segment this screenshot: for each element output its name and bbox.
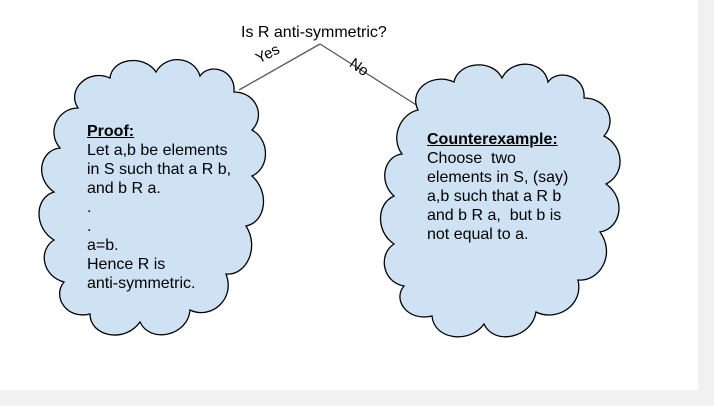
proof-cloud: [38, 59, 266, 336]
counterexample-text-block: Counterexample: Choose two elements in S…: [427, 130, 568, 244]
counterexample-line: elements in S, (say): [427, 169, 569, 186]
diagram-canvas: Is R anti-symmetric? Yes No Proof: Let a…: [0, 0, 698, 390]
diagram-shapes: [38, 43, 621, 338]
proof-line: in S such that a R b,: [87, 161, 232, 178]
proof-line: anti-symmetric.: [87, 275, 196, 292]
proof-line: Hence R is: [87, 256, 166, 273]
proof-line: .: [87, 218, 92, 235]
proof-line: .: [87, 199, 92, 216]
edge-yes: [238, 43, 321, 91]
counterexample-line: not equal to a.: [427, 226, 529, 243]
edge-no: [319, 43, 419, 107]
root-question: Is R anti-symmetric?: [241, 24, 387, 41]
proof-text-block: Proof: Let a,b be elements in S such tha…: [87, 122, 231, 293]
counterexample-line: and b R a, but b is: [427, 207, 562, 224]
proof-heading: Proof:: [87, 123, 135, 140]
counterexample-line: a,b such that a R b: [427, 188, 562, 205]
counterexample-line: Choose two: [427, 150, 516, 167]
proof-line: Let a,b be elements: [87, 142, 228, 159]
counterexample-heading: Counterexample:: [427, 131, 558, 148]
counterexample-cloud: [380, 63, 621, 338]
proof-line: a=b.: [87, 237, 119, 254]
proof-line: and b R a.: [87, 180, 161, 197]
